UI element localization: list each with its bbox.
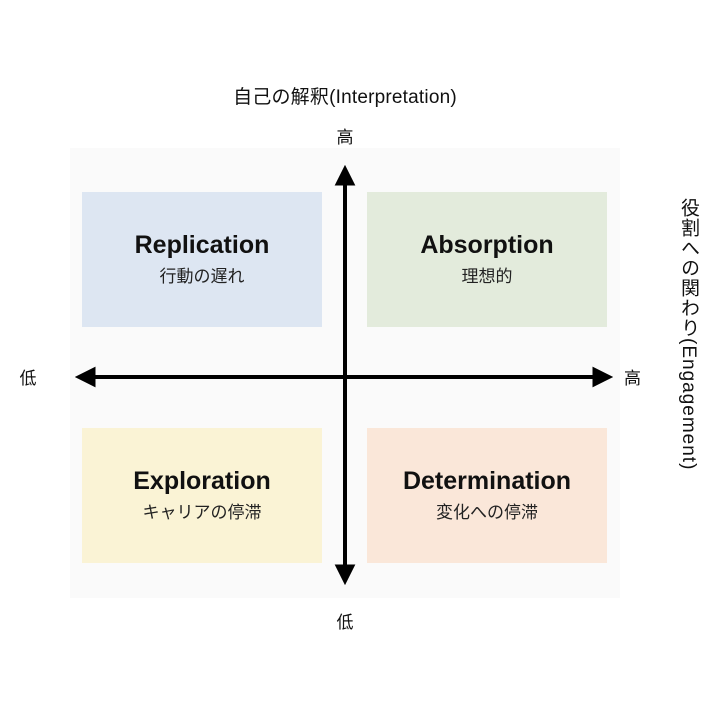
x-axis-title: 役割への関わり(Engagement) (678, 198, 699, 471)
x-axis-tick-high: 高 (624, 369, 641, 388)
quadrant-determination: Determination 変化への停滞 (367, 428, 607, 563)
x-axis-tick-low: 低 (19, 369, 37, 388)
quadrant-subtitle-exploration: キャリアの停滞 (142, 502, 262, 522)
quadrant-absorption: Absorption 理想的 (367, 192, 607, 327)
quadrant-title-exploration: Exploration (133, 467, 271, 496)
y-axis-tick-low: 低 (336, 613, 354, 632)
quadrant-subtitle-determination: 変化への停滞 (436, 502, 538, 522)
quadrant-title-replication: Replication (134, 231, 270, 260)
quadrant-exploration: Exploration キャリアの停滞 (82, 428, 322, 563)
quadrant-subtitle-absorption: 理想的 (461, 266, 513, 286)
quadrant-title-absorption: Absorption (420, 231, 554, 260)
quadrant-replication: Replication 行動の遅れ (82, 192, 322, 327)
quadrant-title-determination: Determination (402, 467, 572, 496)
y-axis-tick-high: 高 (336, 128, 354, 147)
y-axis-title: 自己の解釈(Interpretation) (233, 87, 457, 108)
quadrant-subtitle-replication: 行動の遅れ (159, 266, 245, 286)
